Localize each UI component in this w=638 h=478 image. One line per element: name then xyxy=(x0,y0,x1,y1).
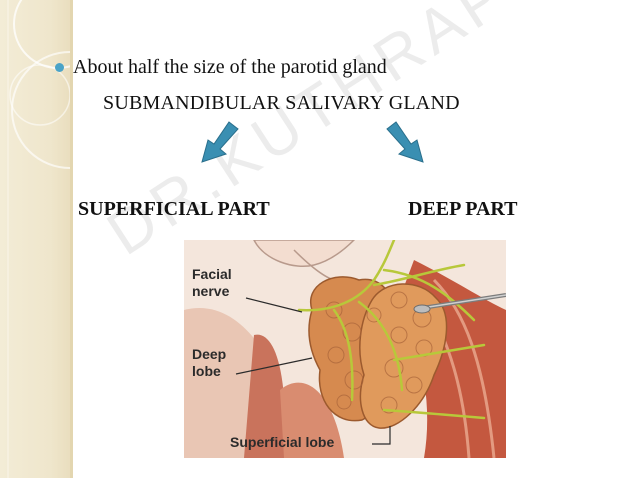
arrow-down-right-icon xyxy=(386,121,424,163)
arrow-down-left-icon xyxy=(201,121,239,163)
label-facial: Facial xyxy=(192,266,232,282)
band-edge xyxy=(70,0,73,478)
watermark-text: DR.KUTHRAP xyxy=(95,0,522,269)
deep-part-label: DEEP PART xyxy=(408,198,518,220)
label-nerve: nerve xyxy=(192,283,230,299)
label-deep: Deep xyxy=(192,346,227,362)
superficial-part-label: SUPERFICIAL PART xyxy=(78,198,270,220)
label-superficial-lobe: Superficial lobe xyxy=(230,434,335,450)
anatomy-illustration: Facial nerve Deep lobe Superficial lobe xyxy=(184,240,506,458)
label-lobe: lobe xyxy=(192,363,221,379)
slide-heading: SUBMANDIBULAR SALIVARY GLAND xyxy=(103,92,460,114)
bullet-point: About half the size of the parotid gland xyxy=(55,56,387,78)
gland-drawing xyxy=(184,240,506,458)
bullet-text: About half the size of the parotid gland xyxy=(73,55,387,78)
bullet-dot-icon xyxy=(55,62,64,72)
